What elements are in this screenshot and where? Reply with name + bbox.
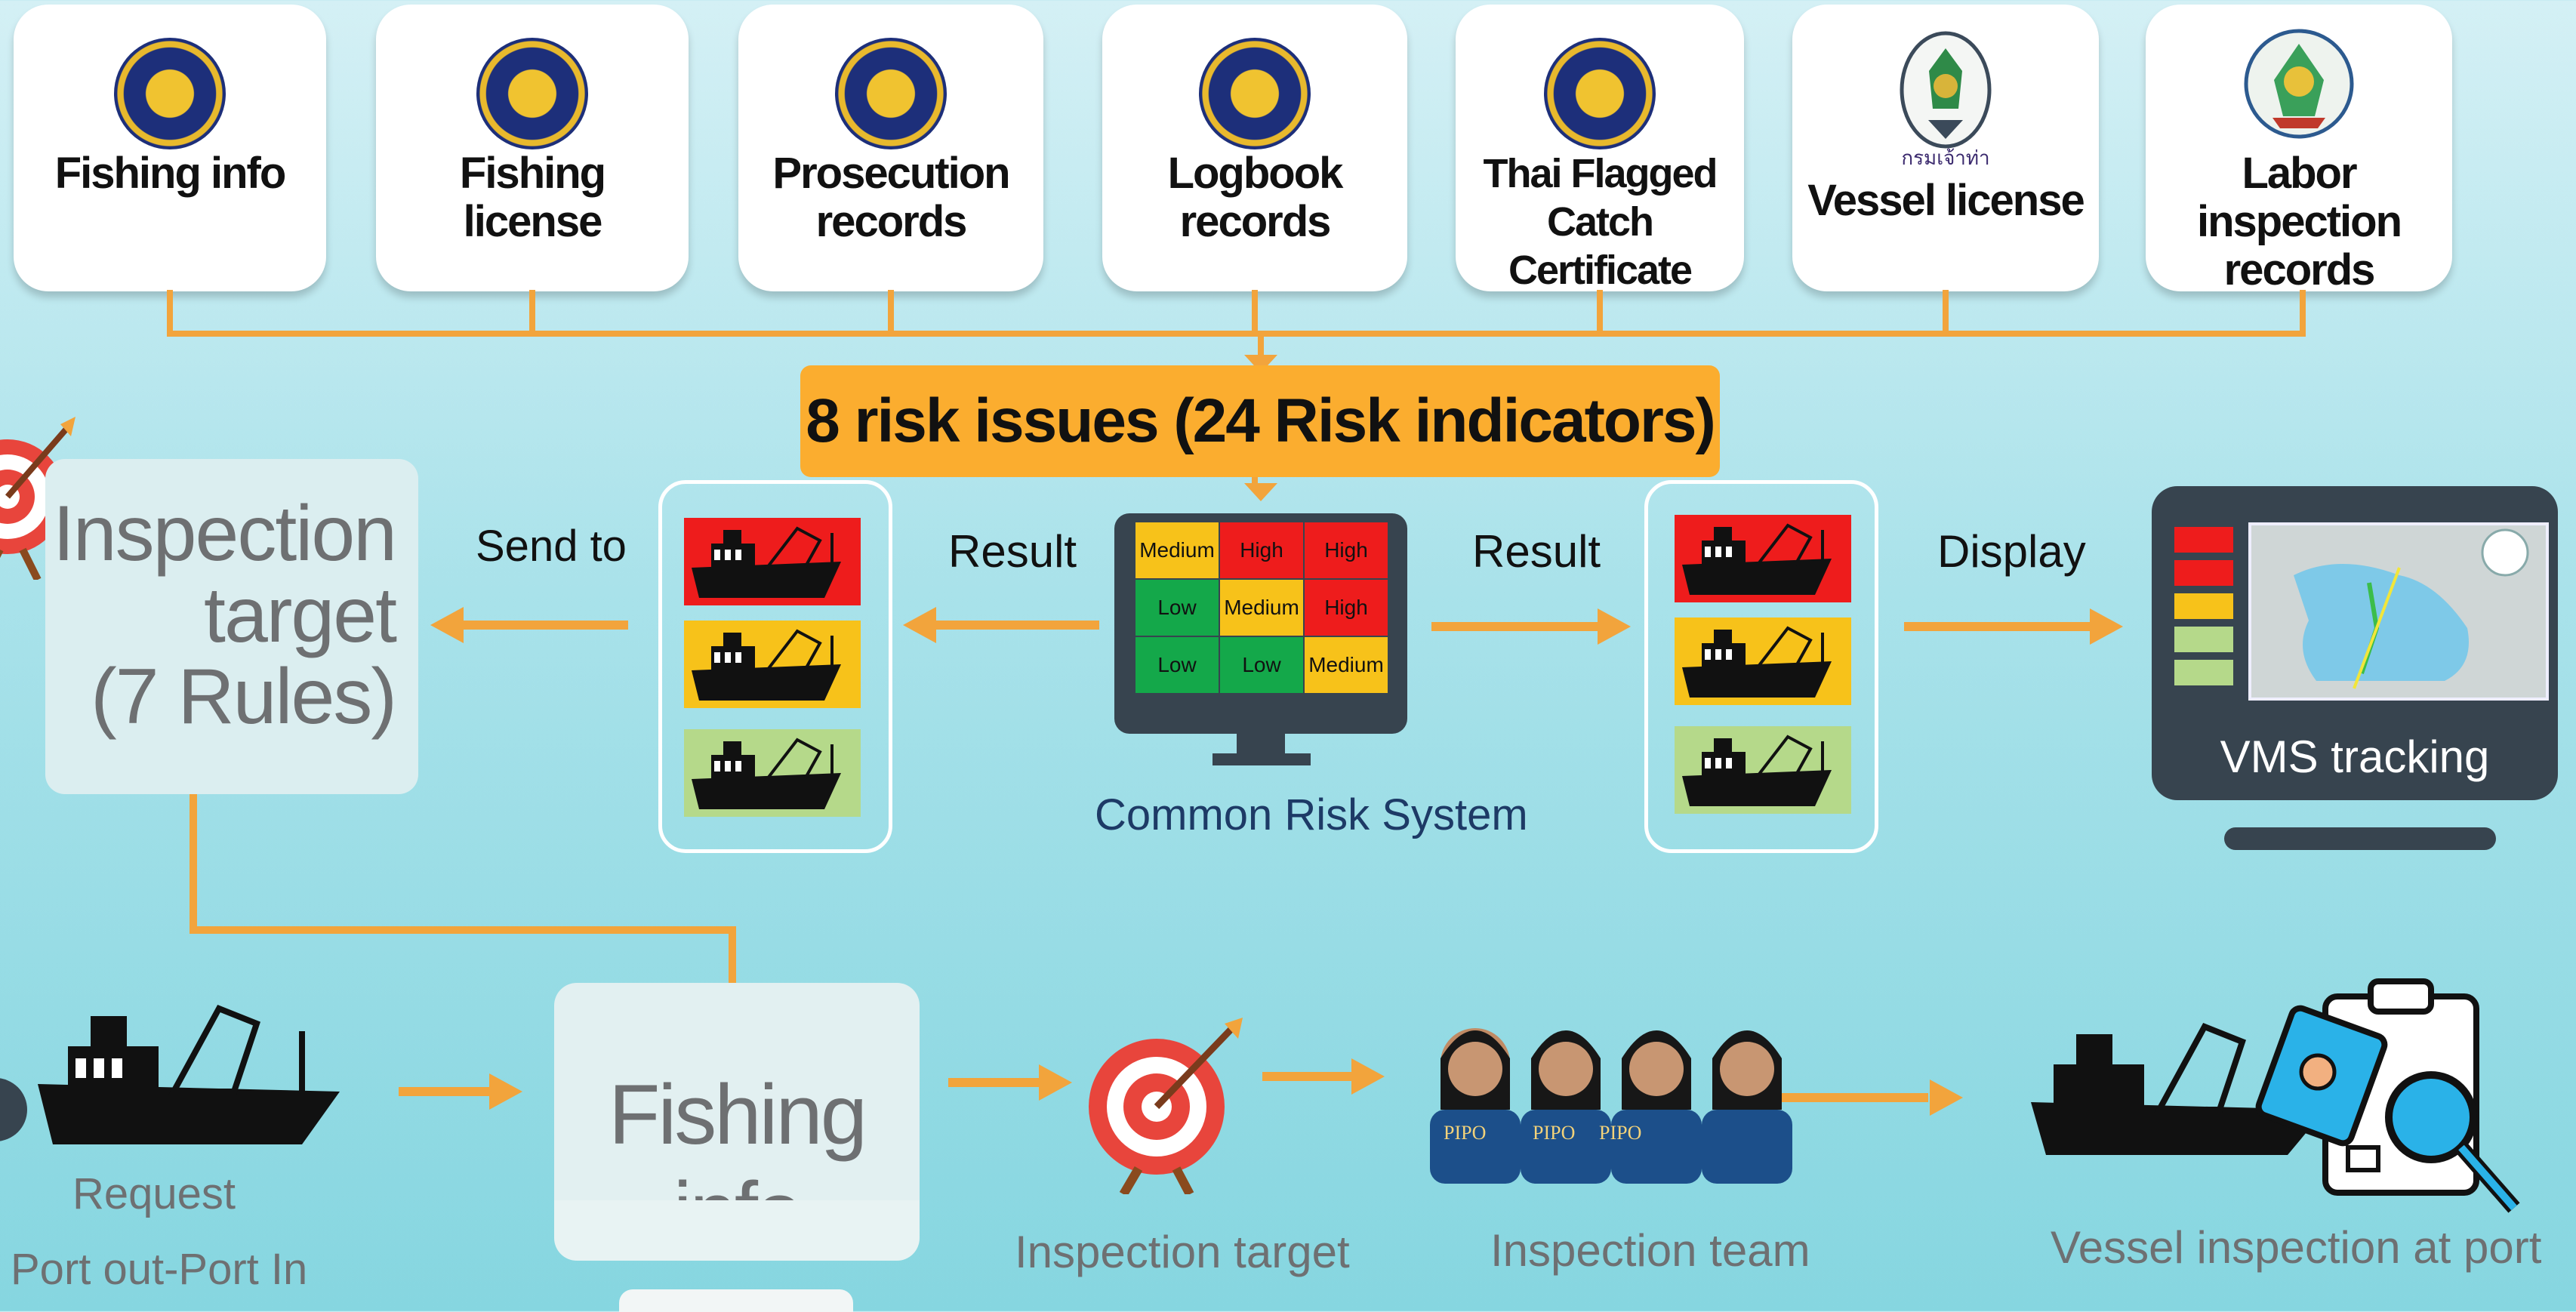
inspection-target-line1: Inspection — [52, 490, 397, 577]
risk-cell: High — [1220, 522, 1303, 578]
source-card-logbook-records: Logbook records — [1102, 5, 1407, 291]
vms-green — [2174, 627, 2233, 652]
medium-risk-vessel — [684, 621, 861, 708]
vessel-inspection-icon — [2031, 978, 2520, 1213]
common-risk-system-label: Common Risk System — [1095, 790, 1528, 839]
vms-map-shapes — [2294, 528, 2529, 689]
risk-cell: Medium — [1135, 522, 1219, 578]
port-out-port-in-label: Port out-Port In — [11, 1245, 308, 1294]
low-risk-vessel — [684, 729, 861, 817]
monitor-stand — [1237, 734, 1285, 755]
source-label: Prosecution records — [772, 149, 1010, 246]
fishing-info-screen-bezel — [554, 1200, 920, 1261]
fishing-info-stand — [619, 1289, 853, 1312]
vms-red2 — [2174, 560, 2233, 586]
risk-cell: High — [1305, 580, 1388, 636]
inspection-target-line2: target — [204, 571, 397, 659]
marine-department-seal-icon: กรมเจ้าท่า — [1900, 31, 1992, 169]
inspection-target-label: Inspection target — [1015, 1227, 1350, 1277]
source-label: Fishing info — [54, 149, 287, 198]
risk-cell: Low — [1135, 580, 1219, 636]
source-card-fishing-license: Fishing license — [376, 5, 689, 291]
result-right-label: Result — [1472, 526, 1601, 577]
send-to-label: Send to — [476, 522, 627, 571]
department-seal-icon — [1199, 38, 1311, 149]
risk-cell: High — [1305, 522, 1388, 578]
source-card-vessel-license: กรมเจ้าท่า Vessel license — [1792, 5, 2099, 291]
department-seal-icon — [476, 38, 588, 149]
source-card-prosecution-records: Prosecution records — [738, 5, 1043, 291]
department-seal-icon — [1544, 38, 1656, 149]
vms-tracking-label: VMS tracking — [2220, 731, 2490, 782]
source-card-fishing-info: Fishing info — [14, 5, 326, 291]
source-label: Fishing license — [459, 149, 606, 246]
source-card-catch-certificate: Thai Flagged Catch Certificate — [1456, 5, 1744, 293]
team-badge: PIPO — [1444, 1122, 1487, 1144]
department-seal-icon — [114, 38, 226, 149]
vms-yellow — [2174, 593, 2233, 619]
high-risk-vessel — [684, 518, 861, 605]
inspection-target-line3: (7 Rules) — [91, 653, 397, 741]
risk-issues-banner: 8 risk issues (24 Risk indicators) — [800, 365, 1720, 477]
inspection-team-label: Inspection team — [1490, 1225, 1810, 1276]
labor-department-seal-icon — [2244, 29, 2354, 139]
medium-risk-vessel — [1675, 618, 1851, 705]
vms-red — [2174, 527, 2233, 553]
vessel-inspection-label: Vessel inspection at port — [2051, 1222, 2542, 1273]
request-vessel-icon — [0, 1004, 340, 1144]
risk-cell: Low — [1135, 637, 1219, 693]
source-connector-lines — [167, 290, 2306, 501]
risk-cell: Medium — [1305, 637, 1388, 693]
svg-text:กรมเจ้าท่า: กรมเจ้าท่า — [1901, 147, 1989, 169]
risk-levels-panel-right — [1644, 480, 1878, 853]
monitor-base — [1213, 753, 1311, 765]
low-risk-vessel — [1675, 726, 1851, 814]
result-left-label: Result — [948, 526, 1077, 577]
source-label: Logbook records — [1167, 149, 1344, 246]
vms-stand — [2224, 827, 2496, 850]
inspection-target-icon — [1089, 1018, 1243, 1194]
display-label: Display — [1937, 526, 2086, 577]
department-seal-icon — [835, 38, 947, 149]
risk-levels-panel-left — [658, 480, 892, 853]
inspection-target-box: Inspection target (7 Rules) — [45, 459, 418, 794]
team-badge: PIPO — [1533, 1122, 1576, 1144]
risk-cell: Medium — [1220, 580, 1303, 636]
risk-cell: Low — [1220, 637, 1303, 693]
source-card-labor-inspection: Labor inspection records — [2146, 5, 2452, 294]
source-label: Thai Flagged Catch Certificate — [1483, 151, 1718, 293]
request-label: Request — [72, 1169, 236, 1218]
inspection-team-icon — [1430, 1028, 1792, 1184]
vms-green2 — [2174, 660, 2233, 685]
source-label: Vessel license — [1807, 176, 2085, 225]
source-label: Labor inspection records — [2196, 149, 2402, 294]
high-risk-vessel — [1675, 515, 1851, 602]
team-badge: PIPO — [1599, 1122, 1642, 1144]
